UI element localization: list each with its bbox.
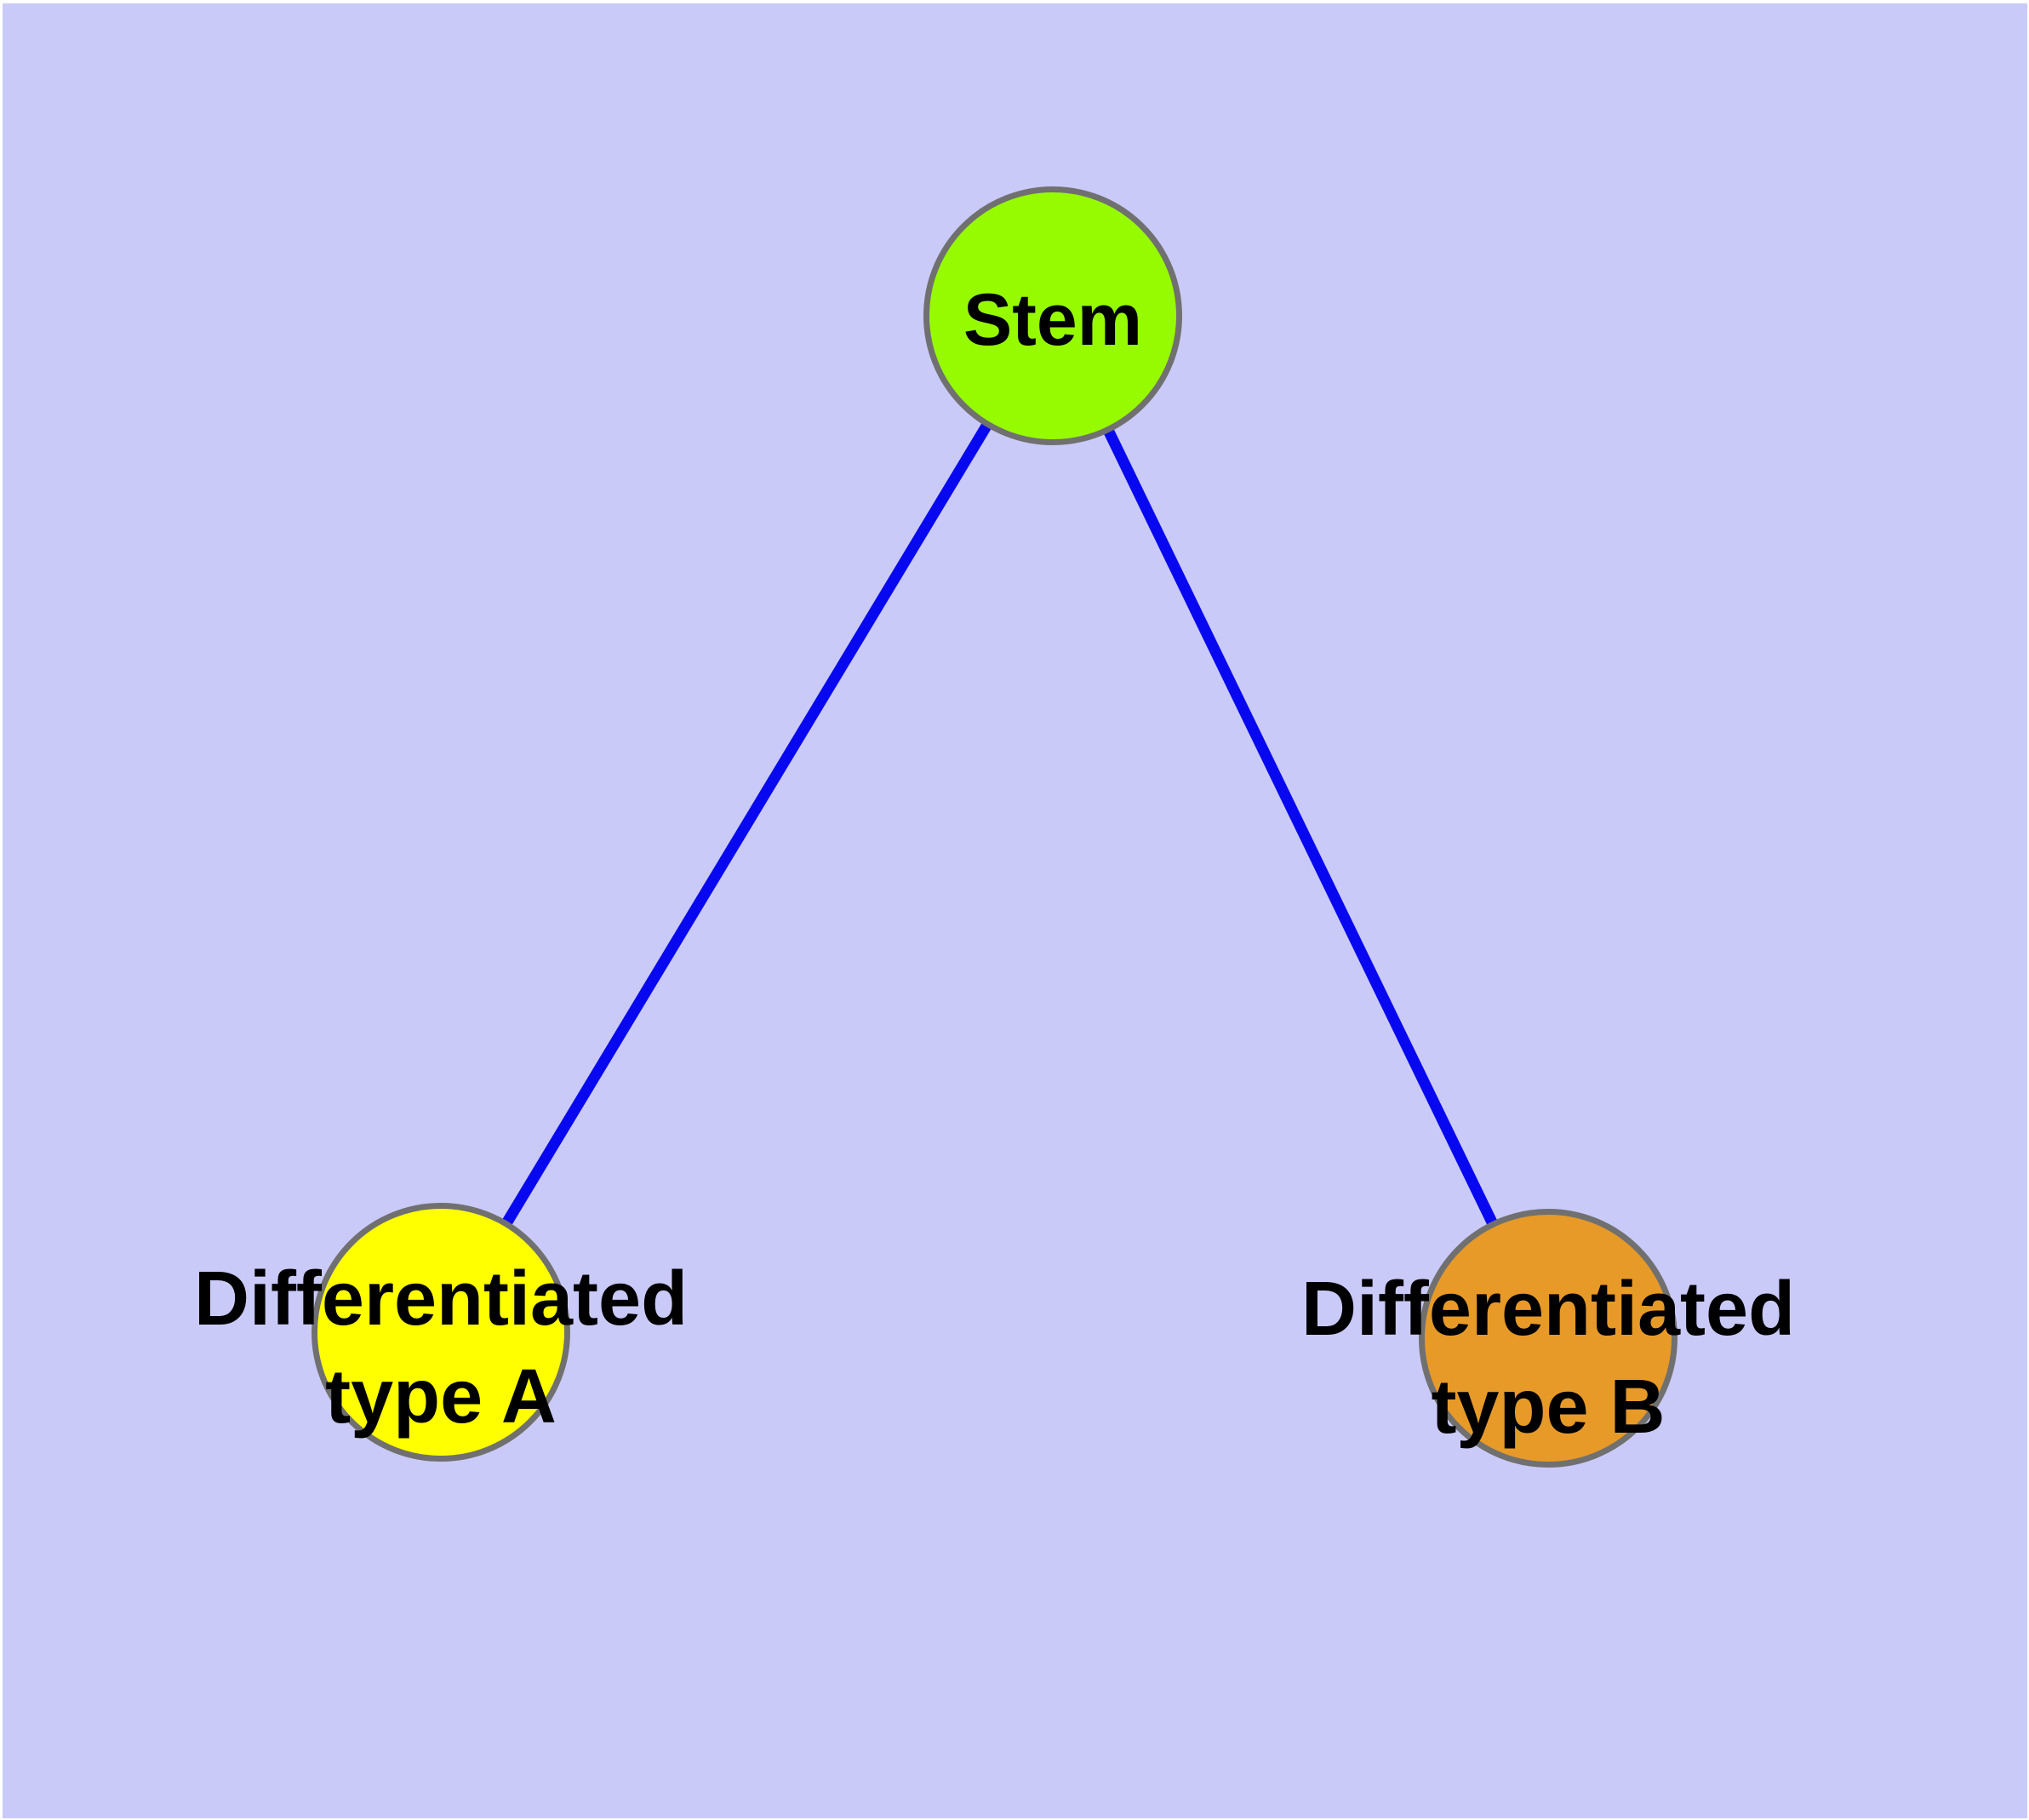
edge-stem-to-type-a bbox=[436, 312, 1058, 1336]
node-label-stem: Stem bbox=[963, 272, 1142, 369]
edge-stem-to-type-b bbox=[1048, 313, 1553, 1341]
node-differentiated-type-b bbox=[1419, 1209, 1677, 1468]
node-label-differentiated-type-b: Differentiated type B bbox=[1301, 1261, 1795, 1457]
edge-layer bbox=[436, 312, 1553, 1341]
type-b-label-line2: type B bbox=[1431, 1365, 1666, 1450]
node-stem bbox=[923, 186, 1182, 445]
stem-label-text: Stem bbox=[963, 279, 1143, 361]
type-a-label-line1: Differentiated bbox=[193, 1256, 689, 1342]
node-label-differentiated-type-a: Differentiated type A bbox=[194, 1251, 688, 1446]
diagram-canvas: Stem Differentiated type A Differentiate… bbox=[3, 3, 2027, 1818]
node-differentiated-type-a bbox=[311, 1203, 570, 1462]
type-a-label-line2: type A bbox=[325, 1354, 557, 1439]
type-b-label-line1: Differentiated bbox=[1300, 1267, 1796, 1352]
